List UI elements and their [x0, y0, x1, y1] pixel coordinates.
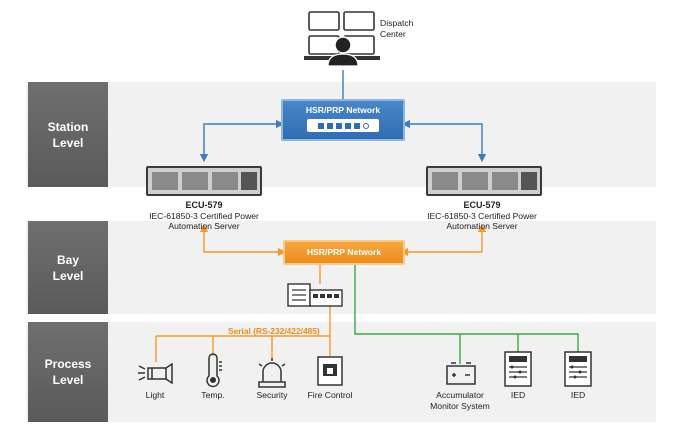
station-link-right — [401, 119, 487, 163]
server-right-desc1: IEC-61850-3 Certified Power — [427, 210, 537, 221]
bay-link-right — [399, 223, 487, 257]
device-label-ied-2: IED — [570, 390, 586, 400]
device-label-accumulator: Accumulator Monitor System — [430, 390, 490, 411]
bay-link-left — [199, 223, 287, 257]
server-right-label: ECU-579 IEC-61850-3 Certified Power Auto… — [412, 200, 552, 232]
bay-network-label: HSR/PRP Network — [306, 247, 382, 257]
device-label-ied-1: IED — [510, 390, 526, 400]
switch-icon — [307, 119, 379, 132]
bay-hsr-prp-network: HSR/PRP Network — [283, 240, 405, 265]
server-left-label: ECU-579 IEC-61850-3 Certified Power Auto… — [134, 200, 274, 232]
bay-level-label: Bay Level — [28, 221, 108, 314]
station-network-label: HSR/PRP Network — [305, 105, 381, 115]
device-label-fire-control: Fire Control — [307, 390, 353, 400]
device-label-light: Light — [145, 390, 165, 400]
station-level-label: Station Level — [28, 82, 108, 187]
device-label-security: Security — [256, 390, 288, 400]
station-hsr-prp-network: HSR/PRP Network — [281, 99, 405, 141]
server-left-desc2: Automation Server — [168, 221, 240, 231]
server-left-desc1: IEC-61850-3 Certified Power — [149, 210, 259, 221]
process-level-label: Process Level — [28, 322, 108, 422]
station-link-left — [199, 119, 285, 163]
serial-label: Serial (RS-232/422/485) — [228, 326, 320, 336]
server-right-name: ECU-579 — [463, 200, 501, 210]
device-label-temp: Temp. — [201, 390, 225, 400]
server-right-desc2: Automation Server — [446, 221, 518, 231]
ethernet-bus — [354, 264, 579, 352]
dispatch-center-label: Dispatch Center — [380, 18, 414, 39]
server-left-name: ECU-579 — [185, 200, 223, 210]
